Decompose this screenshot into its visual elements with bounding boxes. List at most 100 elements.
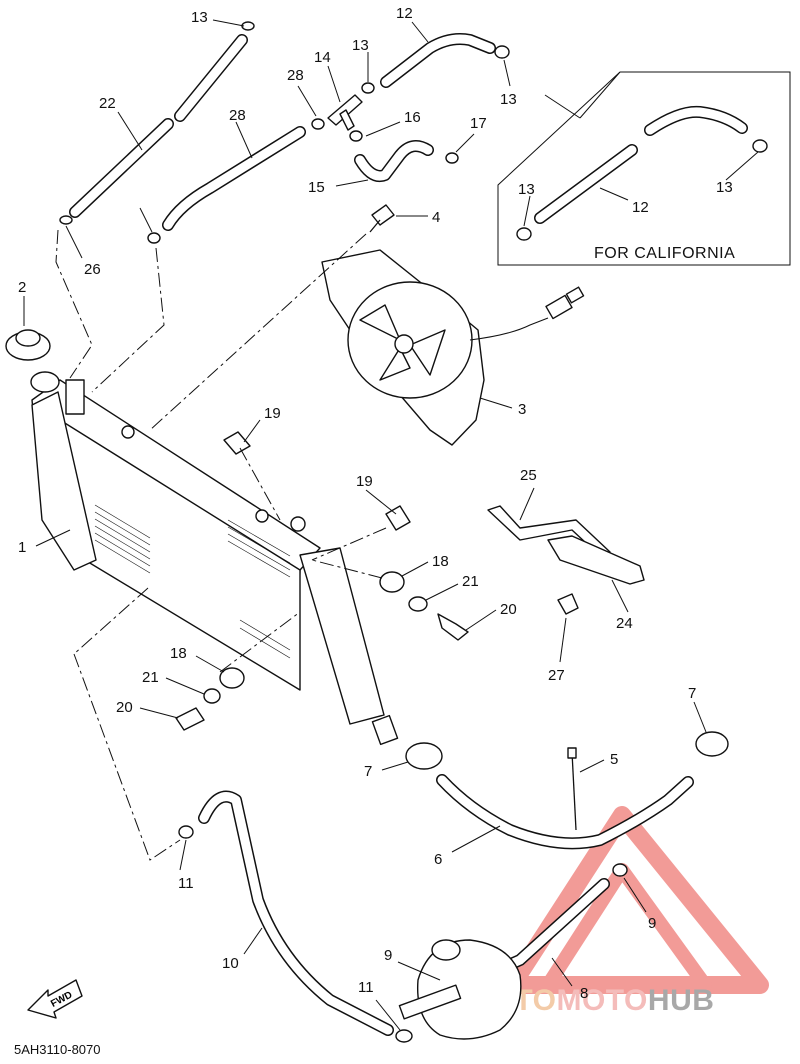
top-bracket-hole bbox=[121, 425, 135, 439]
radiator-left-tank bbox=[31, 391, 97, 571]
callout-21: 21 bbox=[142, 669, 159, 686]
water-pump-pipe bbox=[398, 984, 462, 1020]
watermark-moto: MOTO bbox=[556, 984, 647, 1017]
fan-assembly bbox=[321, 204, 585, 446]
diagram-code: 5AH3110-8070 bbox=[14, 1042, 101, 1057]
clamp-9-upper bbox=[612, 863, 628, 877]
clamp-7-right bbox=[695, 731, 729, 757]
filler-neck bbox=[30, 371, 60, 393]
damper-18-lower bbox=[219, 667, 245, 689]
side-bracket-hole bbox=[290, 516, 306, 532]
callout-2: 2 bbox=[18, 279, 26, 296]
inset-pointer bbox=[544, 94, 581, 119]
inset-clamp-13-left bbox=[516, 227, 532, 241]
cable-tie-5-head bbox=[567, 747, 577, 759]
reference-lines bbox=[55, 229, 387, 861]
ref-line-4 bbox=[149, 233, 367, 431]
callout-18: 18 bbox=[432, 553, 449, 570]
callout-11: 11 bbox=[358, 979, 374, 996]
clamp-11-upper bbox=[178, 825, 194, 839]
damper-18-upper bbox=[379, 571, 405, 593]
bolt-20-lower bbox=[175, 707, 205, 731]
grommet-19-upper bbox=[223, 431, 251, 455]
ref-line-28 bbox=[91, 247, 165, 393]
collar-21-upper bbox=[408, 596, 428, 612]
callout-7: 7 bbox=[364, 763, 372, 780]
fan-brackets bbox=[487, 505, 645, 615]
bolt-4-head bbox=[371, 204, 395, 226]
radiator-outlet bbox=[371, 714, 399, 746]
fan-blade-1 bbox=[359, 304, 401, 341]
clamp-7-left bbox=[405, 742, 443, 770]
ref-line-11 bbox=[73, 587, 149, 655]
variant-note: FOR CALIFORNIA bbox=[594, 245, 735, 262]
inset-pointer-b bbox=[579, 71, 621, 119]
fitting-14-stem bbox=[339, 109, 355, 131]
callout-22: 22 bbox=[99, 95, 116, 112]
radiator bbox=[30, 371, 399, 746]
inset-frame bbox=[497, 71, 791, 266]
water-pump bbox=[416, 939, 522, 1040]
mount-hardware bbox=[175, 431, 469, 731]
fan-connector bbox=[545, 294, 573, 320]
clamp-16 bbox=[349, 130, 363, 142]
callout-17: 17 bbox=[470, 115, 487, 132]
inset-clamp-13-right bbox=[752, 139, 768, 153]
callout-19: 19 bbox=[264, 405, 281, 422]
callout-3: 3 bbox=[518, 401, 526, 418]
clamp-17 bbox=[445, 152, 459, 164]
callout-24: 24 bbox=[616, 615, 633, 632]
callout-12: 12 bbox=[396, 5, 413, 22]
callout-20: 20 bbox=[116, 699, 133, 716]
fan-wire bbox=[469, 317, 549, 341]
fan-blade-2 bbox=[409, 329, 446, 376]
california-inset: FOR CALIFORNIA bbox=[497, 71, 791, 266]
bolt-20-upper bbox=[437, 613, 469, 641]
callout-25: 25 bbox=[520, 467, 537, 484]
callout-16: 16 bbox=[404, 109, 421, 126]
callout-13: 13 bbox=[352, 37, 369, 54]
callout-7: 7 bbox=[688, 685, 696, 702]
callout-26: 27 bbox=[548, 667, 565, 684]
callout-numbers: 13 12 22 28 28 14 13 13 16 17 15 4 26 13… bbox=[18, 5, 733, 1002]
callout-1: 1 bbox=[18, 539, 26, 556]
callout-6: 6 bbox=[434, 851, 442, 868]
callout-8: 8 bbox=[580, 985, 588, 1002]
watermark-triangle-inner bbox=[541, 863, 712, 992]
fan-hub bbox=[394, 334, 414, 354]
bracket-24 bbox=[547, 535, 645, 585]
callout-10: 10 bbox=[222, 955, 239, 972]
fwd-arrow: FWD bbox=[27, 979, 83, 1019]
collar-21-lower bbox=[203, 688, 221, 704]
cap-top bbox=[15, 329, 41, 347]
callout-27: 28 bbox=[229, 107, 246, 124]
grommet-19-lower bbox=[385, 505, 411, 531]
clamp-23-bottom bbox=[59, 215, 73, 225]
watermark-logo: AUTOMOTOHUB bbox=[470, 806, 769, 1017]
radiator-cap bbox=[5, 329, 51, 361]
callout-13: 13 bbox=[518, 181, 535, 198]
ref-line-19b bbox=[311, 527, 387, 561]
mid-bracket-hole bbox=[255, 509, 269, 523]
clamp-28-bottom bbox=[147, 232, 161, 244]
ref-line-18 bbox=[311, 559, 383, 579]
ref-line-11b bbox=[73, 653, 181, 861]
callout-23: 26 bbox=[84, 261, 101, 278]
clamp-11-lower bbox=[395, 1029, 413, 1043]
watermark-hub: HUB bbox=[648, 984, 715, 1017]
callout-21: 21 bbox=[462, 573, 479, 590]
callout-28: 28 bbox=[287, 67, 304, 84]
ref-line-19a bbox=[239, 447, 281, 521]
callout-18: 18 bbox=[170, 645, 187, 662]
callout-9: 9 bbox=[384, 947, 392, 964]
clamp-13-a bbox=[494, 45, 510, 59]
water-pump-outlet bbox=[431, 939, 461, 961]
callout-15: 15 bbox=[308, 179, 325, 196]
top-hoses bbox=[59, 21, 510, 244]
clamp-13-b bbox=[361, 82, 375, 94]
leader-lines bbox=[23, 19, 707, 1031]
callout-23: 13 bbox=[191, 9, 208, 26]
callout-13: 13 bbox=[500, 91, 517, 108]
callout-9: 9 bbox=[648, 915, 656, 932]
